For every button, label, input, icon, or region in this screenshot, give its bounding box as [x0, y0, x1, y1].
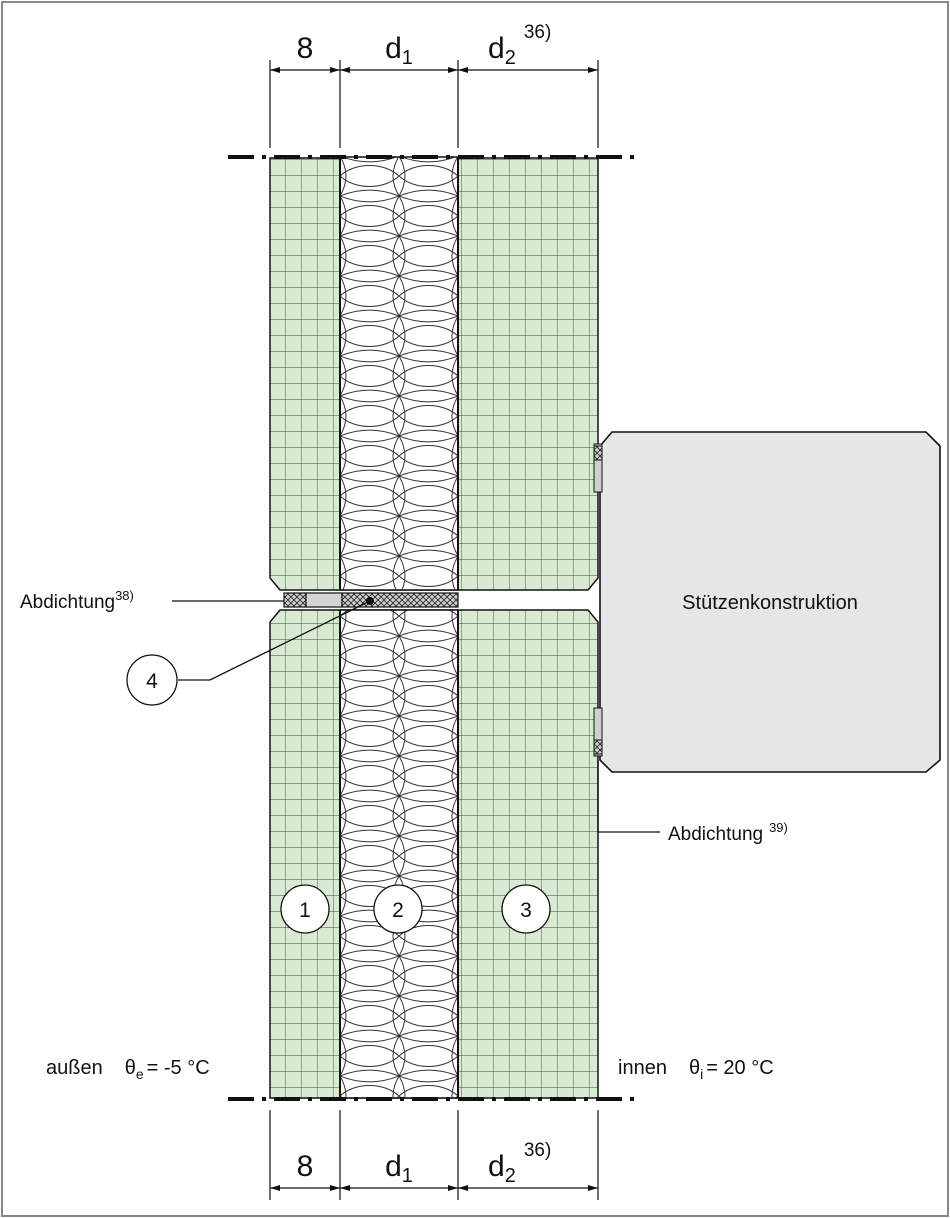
dim-top-insulation: d1 — [385, 32, 413, 69]
dimension-line-top — [269, 60, 599, 148]
marker-3: 3 — [501, 884, 551, 934]
dimension-arrows-top — [270, 67, 598, 73]
svg-text:4: 4 — [146, 670, 158, 693]
leader-marker-4 — [178, 600, 371, 681]
svg-text:1: 1 — [299, 899, 311, 922]
label-seal-left: Abdichtung38) — [20, 588, 134, 613]
column-construction — [599, 431, 941, 773]
label-column: Stützenkonstruktion — [682, 592, 858, 614]
insulation-layer-lower — [339, 609, 459, 1099]
joint-seal-outer — [283, 592, 307, 608]
svg-text:3: 3 — [520, 899, 532, 922]
marker-1: 1 — [280, 884, 330, 934]
dim-bottom-outer: 8 — [297, 1150, 314, 1183]
dimension-arrows-bottom — [270, 1185, 598, 1191]
dim-top-outer: 8 — [297, 32, 314, 65]
joint-backing — [305, 592, 343, 608]
dim-bottom-inner: d236) — [488, 1140, 551, 1187]
dim-bottom-insulation: d1 — [385, 1150, 413, 1187]
joint-insulation-strip — [341, 592, 459, 608]
marker-4: 4 — [126, 654, 178, 706]
column-seal-upper-hatch — [593, 445, 603, 461]
column-seal-lower-hatch — [593, 739, 603, 755]
dim-top-inner: d236) — [488, 22, 551, 69]
leader-seal-right — [597, 760, 660, 833]
insulation-layer-upper — [339, 156, 459, 591]
dimension-line-bottom — [269, 1110, 599, 1200]
column-seal-upper — [593, 443, 603, 493]
svg-text:2: 2 — [392, 899, 404, 922]
marker-2: 2 — [373, 884, 423, 934]
column-seal-lower — [593, 707, 603, 757]
